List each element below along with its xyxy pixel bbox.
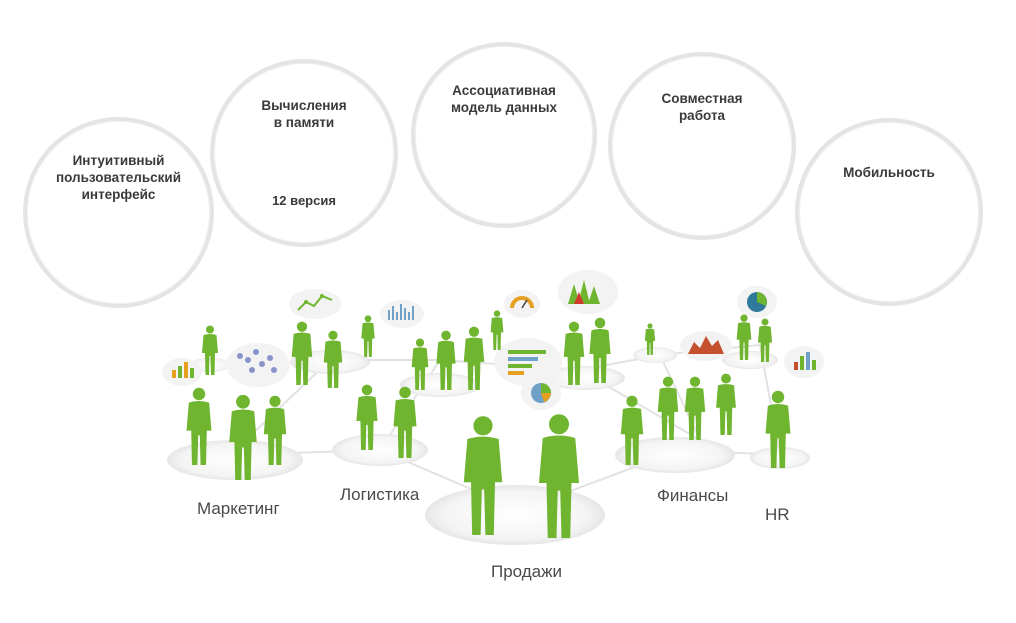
feature-title-line: пользовательский <box>55 170 182 185</box>
feature-circle-intuitive-ui: Интуитивный пользовательский интерфейс <box>23 117 214 308</box>
person-figure <box>563 321 585 385</box>
feature-title-line: в памяти <box>273 115 335 130</box>
horizontal-bar-chart-bubble-icon <box>494 338 562 386</box>
chart-bubbles <box>162 270 824 410</box>
people-silhouettes <box>186 310 791 538</box>
person-figure <box>765 390 791 468</box>
person-figure <box>361 315 375 357</box>
pie-chart-bubble-icon <box>521 376 561 410</box>
feature-title-line: Мобильность <box>843 165 935 180</box>
person-figure <box>620 395 644 465</box>
feature-title-line: Вычисления <box>261 98 347 113</box>
person-figure <box>202 325 218 375</box>
pie-chart-bubble-right-icon <box>737 286 777 318</box>
person-figure <box>757 318 773 362</box>
dept-label-sales: Продажи <box>491 562 562 581</box>
person-figure <box>463 326 485 390</box>
feature-circle-associative-model: Ассоциативная модель данных <box>411 42 597 228</box>
feature-circle-collaboration: Совместная работа <box>608 52 796 240</box>
scatter-chart-bubble-icon <box>226 343 290 387</box>
feature-title-line: работа <box>678 108 726 123</box>
person-figure <box>356 384 378 450</box>
person-figure <box>393 386 417 458</box>
person-figure <box>684 376 706 440</box>
person-figure <box>657 376 679 440</box>
person-figure <box>323 330 343 388</box>
bar-chart-bubble-right-icon <box>784 346 824 378</box>
dept-label-logistics: Логистика <box>340 485 420 504</box>
person-figure <box>539 414 579 538</box>
bar-chart-bubble-icon <box>162 358 202 386</box>
person-figure <box>186 387 212 465</box>
feature-subtitle-version: 12 версия <box>272 193 336 208</box>
person-figure <box>263 395 287 465</box>
gauge-bubble-icon <box>504 290 540 318</box>
person-figure <box>463 416 503 535</box>
feature-title-line: модель данных <box>450 100 557 115</box>
feature-title-line: Ассоциативная <box>452 83 556 98</box>
feature-circle-mobility: Мобильность <box>795 118 983 306</box>
line-chart-bubble-icon <box>289 289 341 319</box>
dept-label-marketing: Маркетинг <box>197 499 280 518</box>
area-chart-bubble-icon <box>680 331 732 361</box>
column-chart-bubble-icon <box>380 300 424 328</box>
feature-title-line: Интуитивный <box>72 153 165 168</box>
person-figure <box>436 330 456 390</box>
feature-title-line: интерфейс <box>81 187 156 202</box>
person-figure <box>229 394 257 480</box>
dept-label-finance: Финансы <box>657 486 729 505</box>
mountain-chart-bubble-icon <box>558 270 618 314</box>
person-figure <box>589 317 611 383</box>
person-figure <box>291 321 313 385</box>
person-figure <box>411 338 429 390</box>
feature-circle-in-memory: Вычисления в памяти 12 версия <box>210 59 398 247</box>
person-figure <box>490 310 504 350</box>
person-figure <box>716 373 736 435</box>
dept-label-hr: HR <box>765 505 790 524</box>
person-figure <box>644 323 656 355</box>
person-figure <box>736 314 752 360</box>
feature-title-line: Совместная <box>661 91 743 106</box>
